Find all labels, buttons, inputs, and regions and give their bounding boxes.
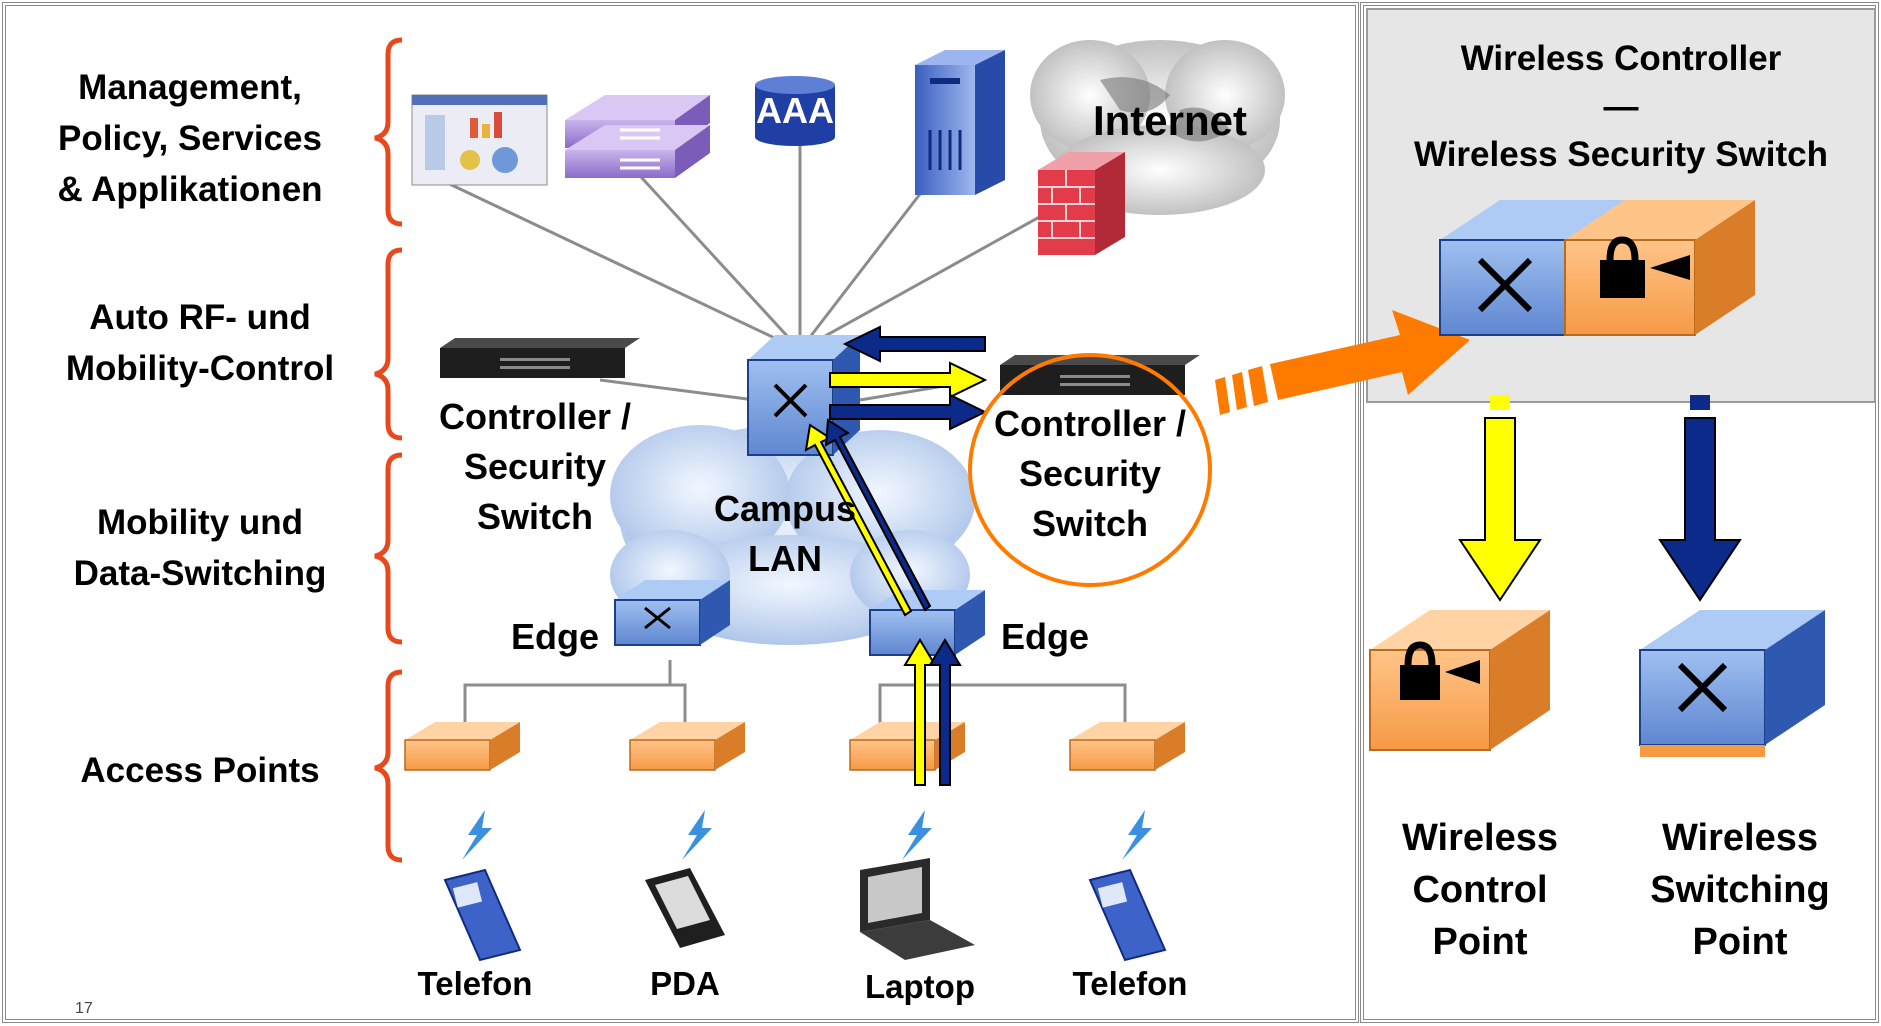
firewall-icon [1038,152,1125,255]
core-switch-icon [747,335,860,456]
edge-switch-left-icon [614,580,730,646]
aaa-server-icon [755,76,835,146]
internet-cloud [1030,40,1285,215]
layer-access-points: Access Points [10,745,390,796]
phone-left-icon [443,868,522,962]
wireless-switching-point-icon [1639,610,1825,757]
layer-data-switching-text: Mobility und Data-Switching [73,503,327,593]
layer-management: Management, Policy, Services & Applikati… [0,62,380,215]
switching-point-arrow [1658,395,1742,602]
layer-brackets [374,37,403,863]
pda-icon [645,868,725,948]
client-label-1: Telefon [417,965,533,1002]
client-label-4: Telefon [1072,965,1188,1002]
access-point-2-icon [629,722,745,771]
highlight-ellipse [968,353,1212,587]
switching-point-label: Wireless Switching Point [1650,817,1830,963]
controller-left-label: Controller / Security Switch [438,396,631,537]
controller-right-label: Controller / Security Switch [993,403,1186,544]
data-flow-arrows [804,325,988,786]
campus-lan-label: Campus LAN [713,488,857,579]
server-tower-icon [915,50,1005,195]
layer-data-switching: Mobility und Data-Switching [10,497,390,599]
layer-management-text: Management, Policy, Services & Applikati… [57,68,323,209]
access-point-4-icon [1069,722,1185,771]
client-label-2: PDA [650,965,720,1002]
access-point-1-icon [404,722,520,771]
controller-switch-right-icon [1000,355,1200,395]
client-label-3: Laptop [865,968,975,1005]
management-console-icon [411,94,548,186]
wireless-security-switch-icon [1439,200,1755,336]
edge-left-label: Edge [510,616,599,657]
control-point-label: Wireless Control Point [1402,817,1558,963]
aaa-label: AAA [756,90,834,131]
internet-label: Internet [1092,97,1247,144]
page-number: 17 [75,1000,93,1017]
network-links [419,125,1127,730]
big-orange-arrow [1215,310,1470,415]
wireless-control-point-icon [1369,610,1550,751]
layer-rf-mobility: Auto RF- und Mobility-Control [10,292,390,394]
layer-rf-mobility-text: Auto RF- und Mobility-Control [65,298,335,388]
laptop-icon [860,858,975,960]
phone-right-icon [1088,868,1167,962]
appliance-stack-icon [565,95,710,178]
controller-switch-left-icon [440,338,640,378]
wireless-link-icons [462,810,1152,860]
edge-right-label: Edge [1000,616,1089,657]
layer-access-points-text: Access Points [80,751,320,790]
control-point-arrow [1458,395,1542,602]
controller-title: Wireless Controller — Wireless Security … [1413,39,1829,174]
